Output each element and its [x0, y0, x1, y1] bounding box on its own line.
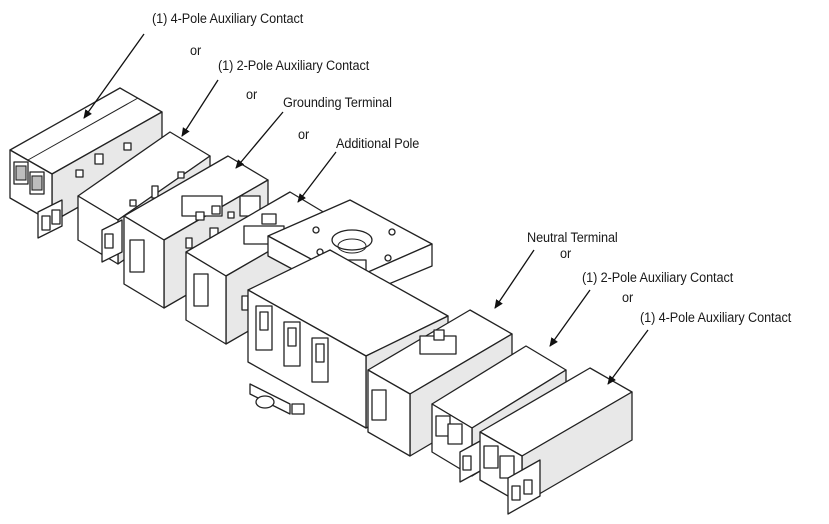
label-or-4: or [560, 246, 572, 261]
label-bottom-2pole-aux-contact: (1) 2-Pole Auxiliary Contact [582, 270, 734, 285]
right-4pole-aux-contact [479, 367, 633, 515]
label-or-3: or [298, 127, 310, 142]
leader-lines [83, 33, 649, 385]
label-or-2: or [246, 87, 258, 102]
label-additional-pole: Additional Pole [336, 136, 420, 151]
label-or-5: or [622, 290, 634, 305]
label-grounding-terminal: Grounding Terminal [283, 95, 392, 110]
label-top-2pole-aux-contact: (1) 2-Pole Auxiliary Contact [218, 58, 370, 73]
label-neutral-terminal: Neutral Terminal [527, 230, 618, 245]
label-top-4pole-aux-contact: (1) 4-Pole Auxiliary Contact [152, 11, 304, 26]
label-bottom-4pole-aux-contact: (1) 4-Pole Auxiliary Contact [640, 310, 792, 325]
left-4pole-aux-contact [9, 87, 163, 239]
label-or-1: or [190, 43, 202, 58]
